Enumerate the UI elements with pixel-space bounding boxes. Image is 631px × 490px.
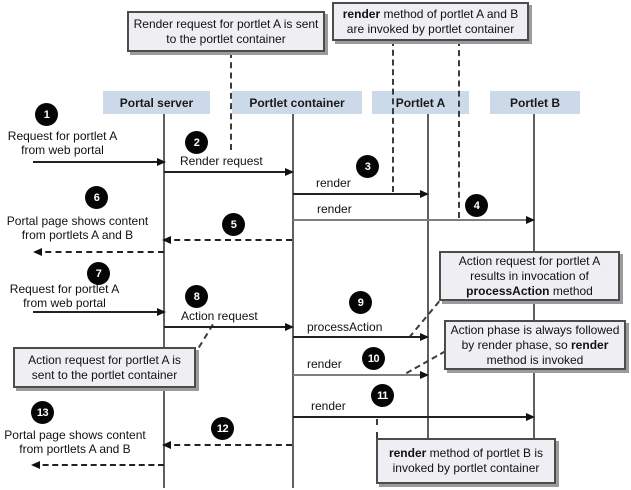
note-text: method is invoked bbox=[486, 352, 584, 367]
arrow-render-to-b bbox=[293, 216, 535, 224]
note2-connector-b bbox=[458, 40, 460, 218]
portlet-container-label: Portlet container bbox=[249, 95, 345, 110]
note-bold: processAction bbox=[466, 283, 550, 298]
note-text: Action phase is always followed by rende… bbox=[450, 322, 620, 352]
step-badge-9: 9 bbox=[349, 291, 372, 314]
portal-server-header: Portal server bbox=[103, 91, 210, 114]
step-badge-5: 5 bbox=[222, 213, 245, 236]
arrowhead bbox=[31, 461, 40, 469]
label-process-action: processAction bbox=[307, 320, 383, 334]
step-badge-3: 3 bbox=[356, 155, 379, 178]
step-badge-2: 2 bbox=[185, 131, 208, 154]
note-render-portlet-b: render method of portlet B is invoked by… bbox=[376, 438, 556, 484]
arrow-render-request bbox=[164, 168, 294, 176]
note-bold: render bbox=[571, 337, 609, 352]
arrowhead bbox=[33, 248, 42, 256]
note-render-invoked: render method of portlet A and B are inv… bbox=[332, 2, 529, 41]
label-portal-page-1: Portal page shows content from portlets … bbox=[6, 214, 149, 242]
arrowhead bbox=[420, 190, 429, 198]
label-request-from-portal-1: Request for portlet A from web portal bbox=[7, 129, 118, 157]
note-text: Action request for portlet A results in … bbox=[458, 253, 601, 283]
portlet-container-header: Portlet container bbox=[232, 91, 362, 114]
step-badge-13: 13 bbox=[31, 401, 54, 424]
note-text: method of portlet A and B are invoked by… bbox=[346, 6, 519, 36]
note-render-request-sent: Render request for portlet A is sent to … bbox=[127, 11, 325, 52]
arrow-render-to-a bbox=[293, 190, 429, 198]
note1-connector bbox=[230, 52, 232, 150]
arrowhead bbox=[420, 371, 429, 379]
note-process-action: Action request for portlet A results in … bbox=[439, 251, 620, 301]
arrowhead bbox=[157, 158, 166, 166]
note6-connector bbox=[376, 419, 378, 438]
arrowhead bbox=[285, 168, 294, 176]
portlet-b-label: Portlet B bbox=[509, 95, 560, 110]
note-bold: render bbox=[388, 446, 427, 460]
arrowhead bbox=[420, 333, 429, 341]
arrowhead bbox=[162, 236, 171, 244]
arrowhead bbox=[526, 413, 535, 421]
note-action-request-sent: Action request for portlet A is sent to … bbox=[13, 347, 196, 388]
label-request-from-portal-2: Request for portlet A from web portal bbox=[9, 282, 120, 310]
step-badge-4: 4 bbox=[465, 194, 488, 217]
label-portal-page-2: Portal page shows content from portlets … bbox=[4, 428, 146, 456]
step-badge-10: 10 bbox=[362, 347, 385, 370]
arrow-request-1 bbox=[33, 158, 166, 166]
note-text: Render request for portlet A is sent to … bbox=[133, 16, 319, 46]
label-render-request: Render request bbox=[180, 154, 263, 168]
note-action-phase: Action phase is always followed by rende… bbox=[444, 320, 626, 370]
step-badge-6: 6 bbox=[85, 186, 108, 209]
step-badge-12: 12 bbox=[211, 417, 234, 440]
arrowhead bbox=[526, 216, 535, 224]
arrow-action-request bbox=[164, 323, 294, 331]
arrow-return-to-portal bbox=[33, 248, 164, 256]
step-badge-11: 11 bbox=[371, 384, 394, 407]
note-text: method bbox=[549, 283, 593, 298]
label-action-request: Action request bbox=[181, 309, 258, 323]
arrow-render-to-b-2 bbox=[293, 413, 535, 421]
arrow-return-to-portal-2 bbox=[31, 461, 164, 469]
arrowhead bbox=[285, 323, 294, 331]
portlet-b-header: Portlet B bbox=[490, 91, 580, 114]
portlet-a-label: Portlet A bbox=[395, 95, 446, 110]
step-badge-7: 7 bbox=[87, 262, 110, 285]
label-render-a: render bbox=[316, 176, 351, 190]
portlet-a-header: Portlet A bbox=[372, 91, 469, 114]
note2-connector-a bbox=[392, 40, 394, 192]
label-render-to-b: render bbox=[311, 399, 346, 413]
note-bold: render bbox=[342, 6, 381, 21]
arrowhead bbox=[162, 441, 171, 449]
arrow-process-action bbox=[293, 333, 429, 341]
arrow-render-after-action bbox=[293, 371, 429, 379]
arrow-return-to-server bbox=[162, 236, 292, 244]
portlet-container-lifeline bbox=[292, 114, 294, 488]
step-badge-8: 8 bbox=[185, 285, 208, 308]
portlet-a-lifeline bbox=[427, 114, 429, 438]
step-badge-1: 1 bbox=[35, 103, 58, 126]
portal-server-label: Portal server bbox=[119, 95, 194, 110]
arrow-return-to-server-2 bbox=[162, 441, 292, 449]
label-render-b: render bbox=[317, 202, 352, 216]
note-text: method of portlet B is invoked by portle… bbox=[392, 446, 544, 475]
portal-server-lifeline bbox=[163, 114, 165, 488]
note-text: Action request for portlet A is sent to … bbox=[28, 352, 181, 382]
label-render-after-action: render bbox=[307, 357, 342, 371]
arrowhead bbox=[157, 308, 166, 316]
arrow-request-2 bbox=[33, 308, 166, 316]
